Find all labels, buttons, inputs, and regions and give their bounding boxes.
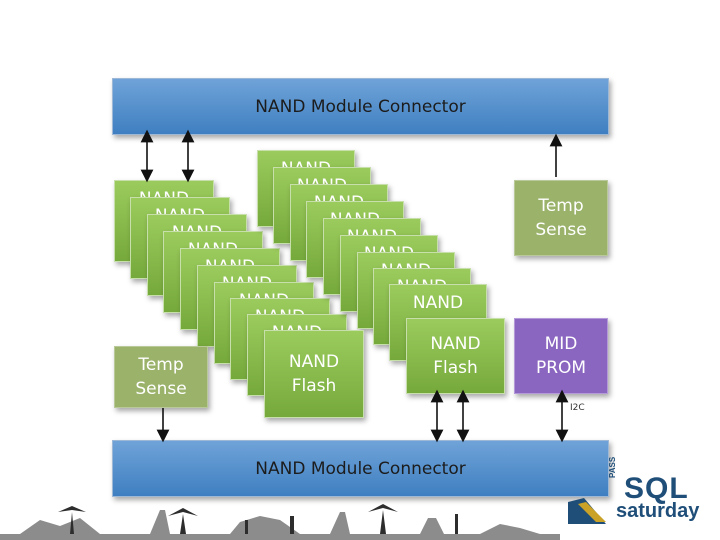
logo-mark-icon	[568, 498, 606, 524]
temp-sense-left-label: Temp Sense	[135, 355, 187, 399]
mid-prom-label: MID PROM	[535, 334, 587, 378]
temp-sense-left: Temp Sense	[114, 346, 208, 408]
logo-pass-text: PASS	[608, 456, 617, 478]
top-module-connector: NAND Module Connector	[112, 78, 609, 135]
top-connector-label: NAND Module Connector	[255, 96, 466, 117]
city-skyline-decoration	[0, 504, 560, 540]
logo-saturday-text: saturday	[616, 500, 700, 522]
sql-saturday-logo: PASS SQL saturday	[566, 457, 711, 528]
i2c-label: I2C	[570, 403, 585, 413]
bottom-connector-label: NAND Module Connector	[255, 458, 466, 479]
mid-prom: MID PROM	[514, 318, 608, 394]
nand-flash-front-right-label: NAND Flash	[430, 334, 481, 378]
nand-flash-front-right: NAND Flash	[406, 318, 505, 394]
nand-flash-front-left: NAND Flash	[264, 330, 364, 418]
bottom-module-connector: NAND Module Connector	[112, 440, 609, 497]
nand-flash-front-left-label: NAND Flash	[288, 352, 340, 396]
logo-sql-text: SQL	[624, 472, 689, 505]
temp-sense-top-right-label: Temp Sense	[535, 196, 587, 240]
temp-sense-top-right: Temp Sense	[514, 180, 608, 256]
